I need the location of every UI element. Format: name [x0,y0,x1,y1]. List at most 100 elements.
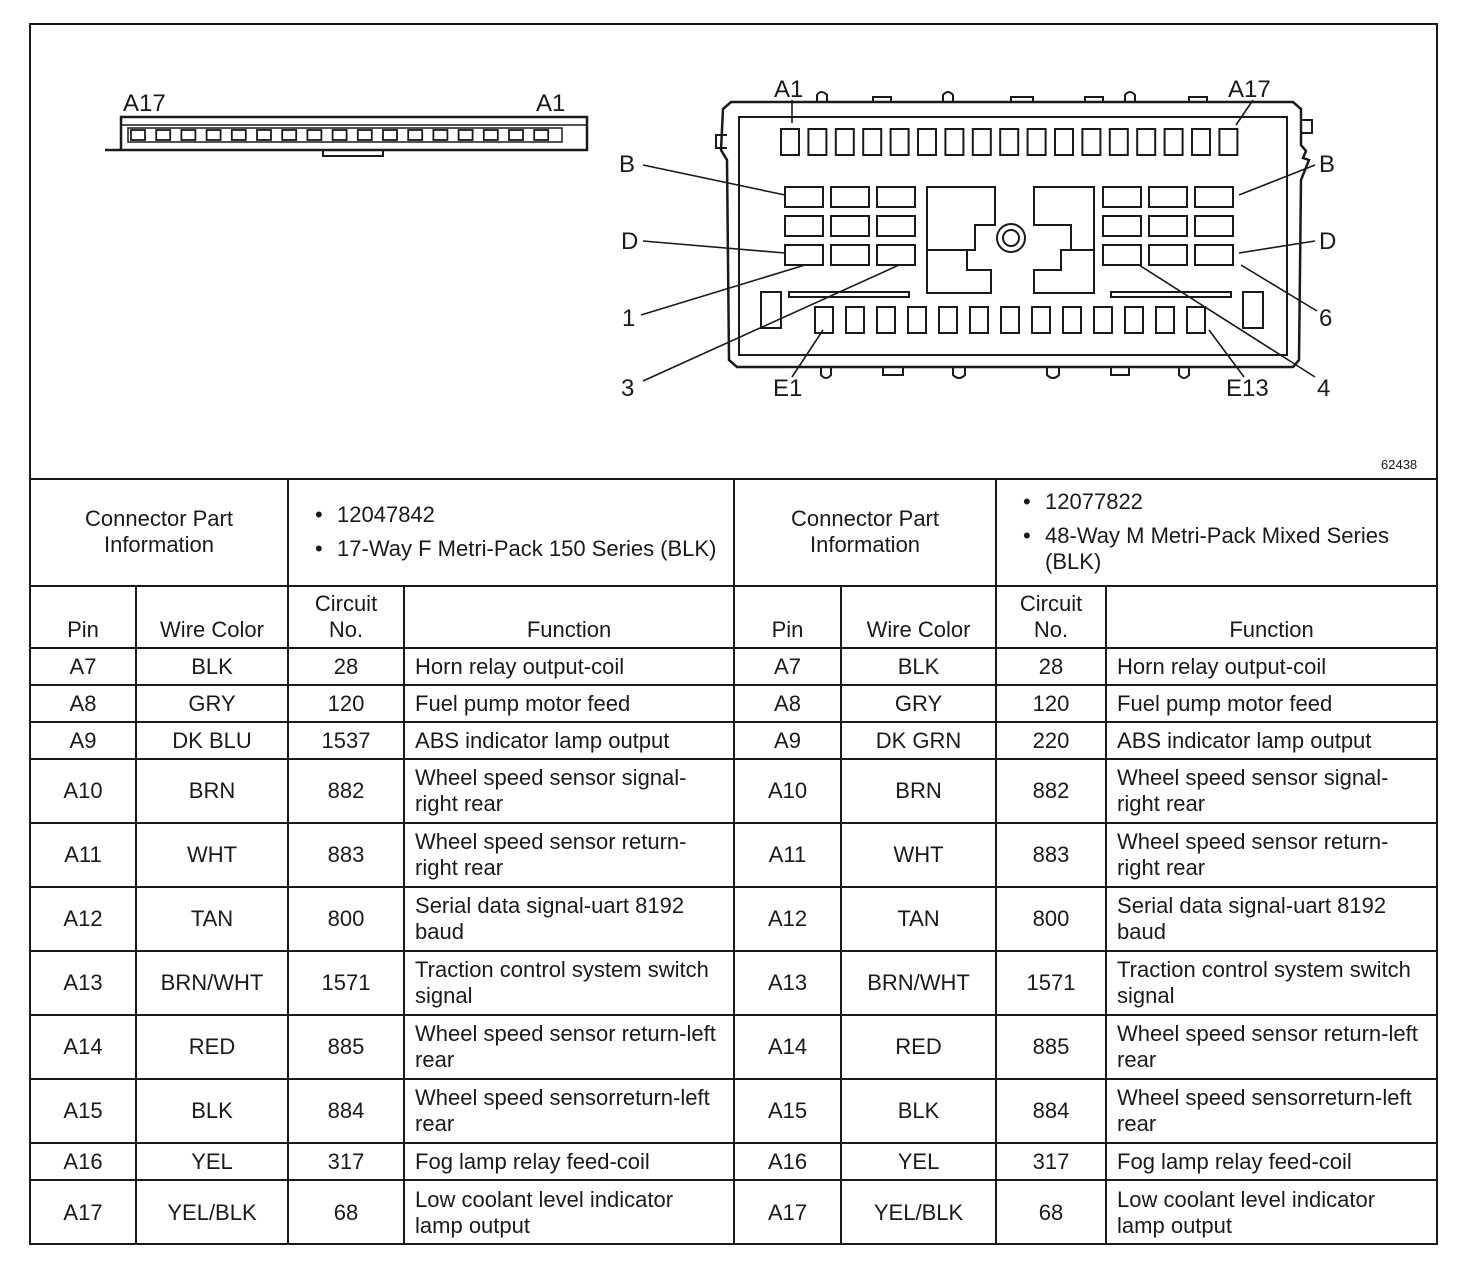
pin-cavity [281,129,298,141]
right-label-d-right: D [1319,228,1336,255]
function-cell: Wheel speed sensor signal-right rear [403,758,736,824]
pin-table: Connector Part Information 12047842 17-W… [31,478,1437,1244]
pin-cavity [533,129,550,141]
function-cell: Wheel speed sensorreturn-left rear [1105,1078,1437,1144]
circuit-number-cell: 882 [287,758,406,824]
pin-cavity [1054,128,1074,156]
connector-description-left: 17-Way F Metri-Pack 150 Series (BLK) [315,536,723,562]
pin-cavity [876,186,916,208]
right-label-b-left: B [619,151,635,178]
header-circuit-line2: No. [328,617,364,642]
function-cell: Traction control system switch signal [403,950,736,1016]
pin-cavity [862,128,883,156]
pin-cavity [180,129,197,141]
pin-cell: A11 [31,822,137,888]
function-cell: Wheel speed sensor return-right rear [1105,822,1437,888]
pin-cavity [830,215,870,237]
pin-cavity [1031,306,1051,334]
pin-cell: A17 [733,1179,843,1244]
right-label-e1: E1 [773,375,802,402]
connector-info-title-left: Connector Part Information [31,478,290,587]
pin-cavity [356,129,373,141]
left-connector-label-a17: A17 [123,90,166,117]
pin-cavity [1000,306,1020,334]
connector-info-row: Connector Part Information 12047842 17-W… [31,478,1437,587]
pin-cavity [969,306,989,334]
connector-info-details-left: 12047842 17-Way F Metri-Pack 150 Series … [287,478,736,587]
wire-color-cell: YEL [840,1142,998,1181]
right-connector-drawing [640,91,1318,382]
function-cell: Low coolant level indicator lamp output [403,1179,736,1244]
circuit-number-cell: 68 [287,1179,406,1244]
pin-cavity [1148,215,1188,237]
pin-cavity [1148,244,1188,266]
right-label-a1: A1 [774,76,803,103]
circuit-number-cell: 884 [995,1078,1108,1144]
wire-color-cell: WHT [840,822,998,888]
right-label-3: 3 [621,375,634,402]
header-pin-left: Pin [31,585,137,649]
function-cell: Wheel speed sensor signal-right rear [1105,758,1437,824]
function-cell: Low coolant level indicator lamp output [1105,1179,1437,1244]
pin-cavity [1163,128,1184,156]
pin-cavity [256,129,272,141]
connector-description-right: 48-Way M Metri-Pack Mixed Series (BLK) [1023,523,1426,575]
circuit-number-cell: 883 [995,822,1108,888]
pin-cell: A7 [31,647,137,686]
connector-part-number-left: 12047842 [315,502,723,528]
wire-color-cell: GRY [840,684,998,723]
pin-cavity [1194,186,1234,208]
pin-cavity [1062,306,1082,334]
pin-cavity [999,128,1020,156]
wire-color-cell: BLK [840,1078,998,1144]
pin-cavity [1136,128,1157,156]
pin-cavity [876,215,916,237]
connector-info-details-right: 12077822 48-Way M Metri-Pack Mixed Serie… [995,478,1437,587]
pin-cell: A13 [31,950,137,1016]
pin-cavity [1108,128,1129,156]
pin-cell: A9 [733,721,843,760]
pin-cavity [1081,128,1102,156]
pin-cavity [1026,128,1047,156]
wire-color-cell: BRN [134,758,290,824]
pin-cavity [944,128,965,156]
pin-cell: A16 [733,1142,843,1181]
pin-cell: A13 [733,950,843,1016]
pin-cavity [784,244,824,266]
function-cell: Serial data signal-uart 8192 baud [1105,886,1437,952]
pin-cavity [482,129,499,141]
left-connector-label-a1: A1 [536,90,565,117]
circuit-number-cell: 220 [995,721,1108,760]
function-cell: Traction control system switch signal [1105,950,1437,1016]
connector-info-title-right: Connector Part Information [733,478,998,587]
function-cell: Wheel speed sensor return-left rear [403,1014,736,1080]
function-cell: Serial data signal-uart 8192 baud [403,886,736,952]
pin-cell: A12 [733,886,843,952]
pin-cell: A12 [31,886,137,952]
wire-color-cell: YEL/BLK [134,1179,290,1244]
wire-color-cell: BRN/WHT [840,950,998,1016]
pin-cell: A8 [31,684,137,723]
pin-cavity [1194,244,1234,266]
function-cell: Wheel speed sensor return-right rear [403,822,736,888]
wire-color-cell: WHT [134,822,290,888]
circuit-number-cell: 28 [995,647,1108,686]
connector-part-number-right: 12077822 [1023,489,1426,515]
header-circuit-line1: Circuit [1019,591,1083,616]
header-function-left: Function [403,585,736,649]
pin-cavity [1124,306,1144,334]
pin-cavity [306,129,323,141]
function-cell: Wheel speed sensorreturn-left rear [403,1078,736,1144]
wire-color-cell: YEL [134,1142,290,1181]
pin-cavity [845,306,865,334]
pin-cell: A17 [31,1179,137,1244]
pin-cavity [907,306,927,334]
figure-number: 62438 [1381,457,1417,472]
pin-cavity [784,215,824,237]
